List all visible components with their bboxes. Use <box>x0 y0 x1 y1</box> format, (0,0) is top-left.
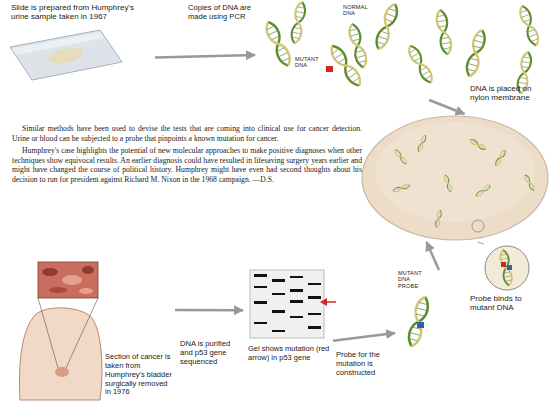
part-label: MUTANT DNA <box>295 56 327 69</box>
glass-slide <box>10 30 122 80</box>
part-label: NORMAL DNA <box>343 4 375 17</box>
process-arrow <box>155 55 255 58</box>
stage-node: Gel shows mutation (red arrow) in p53 ge… <box>243 265 333 387</box>
step-caption: Section of cancer is taken from Humphrey… <box>105 353 175 397</box>
arrow-label: Probe for the mutation is constructed <box>336 351 402 378</box>
process-arrow <box>175 309 243 312</box>
stage-node: Probe binds to mutant DNA <box>468 244 548 319</box>
zoom-line <box>478 242 484 244</box>
step-caption: Slide is prepared from Humphrey's urine … <box>11 3 139 22</box>
magnified-probe <box>485 246 529 290</box>
stage-node: MUTANT DNA PROBE <box>395 270 450 375</box>
sequencing-gel <box>250 270 336 338</box>
nylon-membrane <box>362 116 548 240</box>
process-arrow <box>427 242 440 270</box>
stage-node: NORMAL DNA MUTANT DNA <box>255 0 460 100</box>
stage-node: Slide is prepared from Humphrey's urine … <box>5 0 155 80</box>
process-arrow <box>333 333 395 341</box>
patient-figure <box>20 262 102 400</box>
body-text: Similar methods have been used to devise… <box>12 124 362 187</box>
process-arrow <box>429 100 464 114</box>
mutation-mark <box>326 66 333 72</box>
stage-node: Section of cancer is taken from Humphrey… <box>10 255 175 400</box>
step-caption: Probe binds to mutant DNA <box>470 294 548 313</box>
body-paragraph: Similar methods have been used to devise… <box>12 124 362 143</box>
dna-strands <box>263 1 541 94</box>
body-paragraph: Humphrey's case highlights the potential… <box>12 146 362 184</box>
dna-probe <box>406 296 430 348</box>
arrow-label: DNA is purified and p53 gene sequenced <box>180 340 240 367</box>
step-caption: Gel shows mutation (red arrow) in p53 ge… <box>248 345 333 363</box>
step-caption: DNA is placed on nylon membrane <box>470 84 548 103</box>
part-label: MUTANT DNA PROBE <box>398 270 430 289</box>
stage-node: DNA is placed on nylon membrane <box>360 114 550 242</box>
arrow-label: Copies of DNA are made using PCR <box>188 4 268 22</box>
